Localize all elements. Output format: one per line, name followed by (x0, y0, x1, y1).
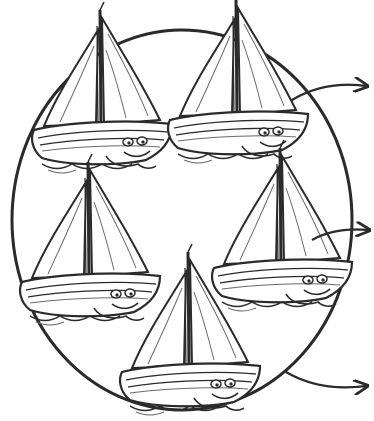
sailboat-icon (32, 2, 172, 173)
sailboat-icon (168, 0, 308, 163)
sailboat-icon (212, 140, 352, 311)
sailboat-icon (20, 154, 160, 325)
curved-arrow-icon (286, 372, 366, 387)
